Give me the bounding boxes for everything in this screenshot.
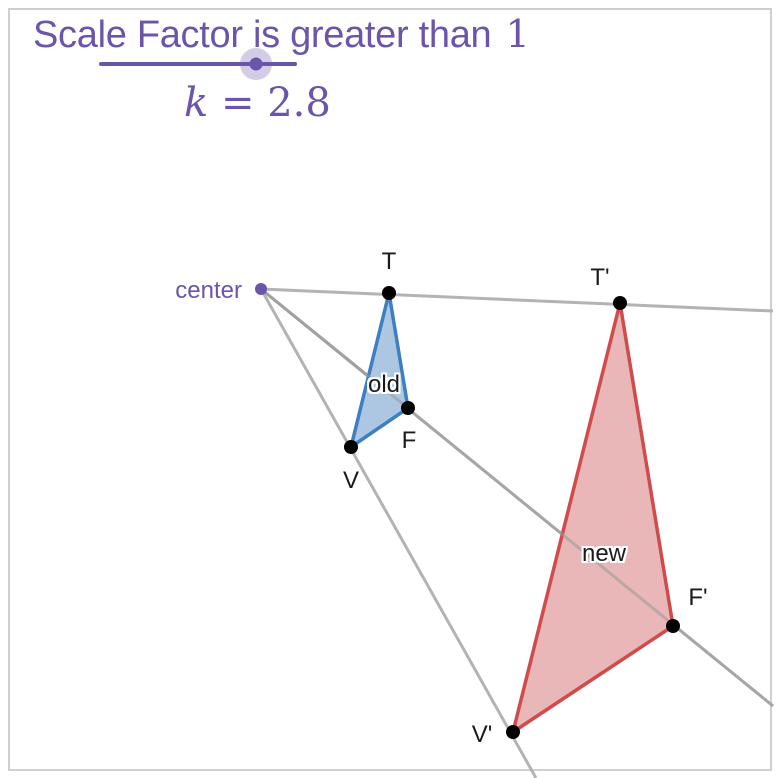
- point-t[interactable]: [382, 286, 396, 300]
- point-v[interactable]: [344, 440, 358, 454]
- title-number: 1: [505, 12, 530, 56]
- point-f[interactable]: [401, 401, 415, 415]
- point-t-prime[interactable]: [613, 296, 627, 310]
- new-triangle-label: new: [581, 540, 627, 567]
- rays: [259, 287, 774, 778]
- canvas-frame: [8, 8, 772, 771]
- ray-to-t: [260, 287, 774, 313]
- center-label: center: [175, 277, 242, 304]
- label-f-prime: F': [688, 584, 708, 611]
- point-f-prime[interactable]: [666, 619, 680, 633]
- point-v-prime[interactable]: [506, 725, 520, 739]
- k-equals: =: [208, 80, 268, 126]
- page-title: Scale Factor is greater than 1: [33, 12, 530, 57]
- title-text: Scale Factor is greater than: [33, 14, 492, 56]
- new-triangle[interactable]: [511, 301, 675, 734]
- label-t: T: [381, 248, 397, 275]
- ray-to-v: [259, 288, 538, 778]
- label-t-prime: T': [590, 264, 610, 291]
- old-triangle-label: old: [367, 371, 401, 398]
- k-variable: k: [184, 80, 209, 126]
- slider-knob[interactable]: [249, 57, 263, 71]
- scale-slider[interactable]: [99, 48, 297, 80]
- center-point[interactable]: [255, 283, 267, 295]
- ray-overlay-f-old: [260, 287, 409, 410]
- k-value: 2.8: [267, 80, 331, 126]
- scale-factor-value: k = 2.8: [184, 80, 331, 126]
- old-triangle[interactable]: [349, 291, 410, 449]
- label-f: F: [401, 427, 417, 454]
- label-v-prime: V': [471, 721, 493, 748]
- label-v: V: [342, 467, 360, 494]
